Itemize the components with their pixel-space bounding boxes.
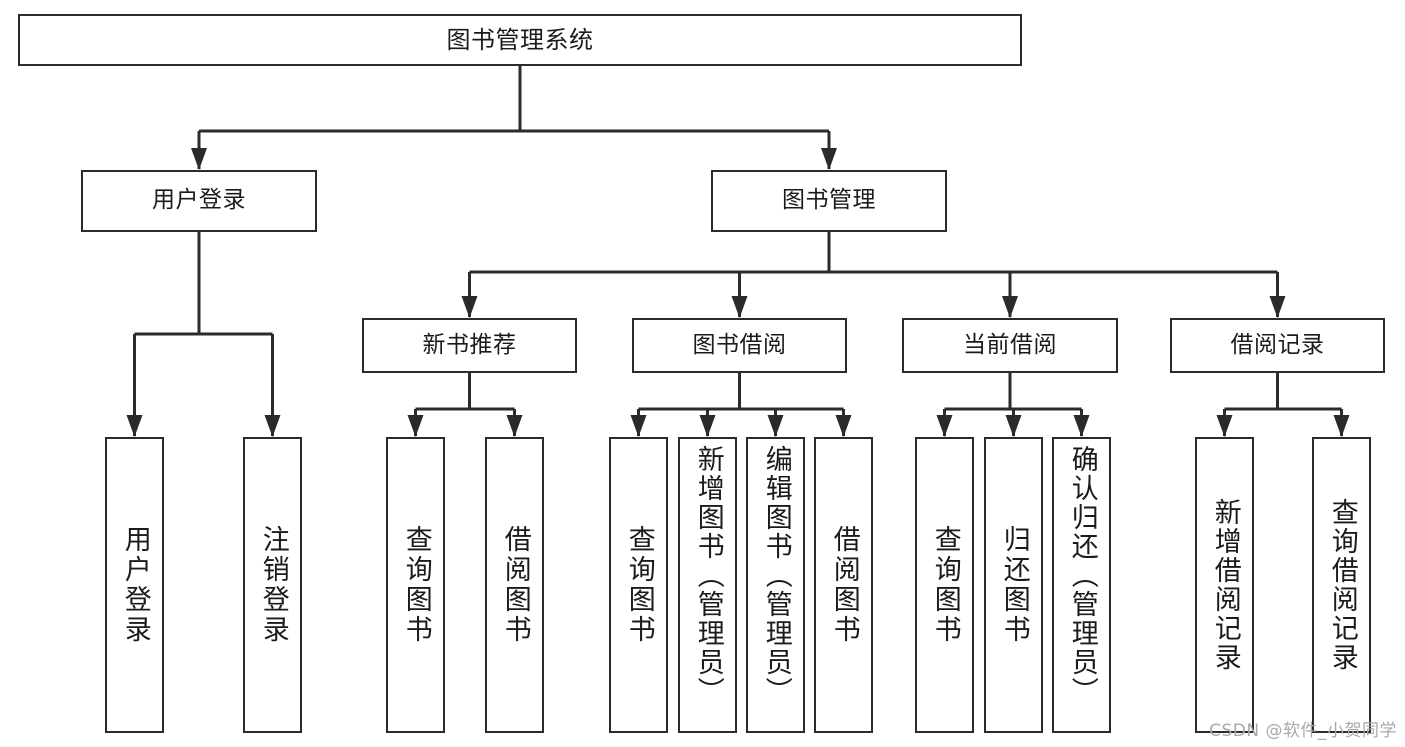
node-label: 查询借阅记录 — [1326, 498, 1358, 672]
node-label: 用户登录 — [152, 187, 246, 214]
leaf-query-book-3[interactable]: 查询图书 — [915, 437, 974, 733]
node-label: 借阅图书 — [499, 525, 531, 645]
node-label: 用户登录 — [119, 525, 151, 645]
node-new-book-recommendation[interactable]: 新书推荐 — [362, 318, 577, 373]
leaf-query-book-1[interactable]: 查询图书 — [386, 437, 445, 733]
node-label: 图书借阅 — [692, 331, 787, 358]
node-label: 归还图书 — [998, 525, 1030, 645]
node-label: 图书管理系统 — [446, 25, 594, 54]
node-label: 当前借阅 — [963, 331, 1057, 358]
node-label: 查询图书 — [929, 525, 961, 645]
leaf-add-book-admin[interactable]: 新增图书（管理员） — [678, 437, 737, 733]
node-current-borrowing[interactable]: 当前借阅 — [902, 318, 1118, 373]
leaf-query-book-2[interactable]: 查询图书 — [609, 437, 668, 733]
node-label: 编辑图书（管理员） — [760, 445, 792, 706]
node-label: 查询图书 — [623, 525, 655, 645]
node-book-borrowing[interactable]: 图书借阅 — [632, 318, 847, 373]
node-root-book-management-system[interactable]: 图书管理系统 — [18, 14, 1022, 66]
leaf-user-login[interactable]: 用户登录 — [105, 437, 164, 733]
node-user-login[interactable]: 用户登录 — [81, 170, 317, 232]
node-label: 确认归还（管理员） — [1066, 445, 1098, 706]
leaf-borrow-book-1[interactable]: 借阅图书 — [485, 437, 544, 733]
node-label: 新书推荐 — [422, 331, 517, 358]
node-label: 新增图书（管理员） — [692, 445, 724, 706]
node-label: 查询图书 — [400, 525, 432, 645]
leaf-query-borrowing-record[interactable]: 查询借阅记录 — [1312, 437, 1371, 733]
csdn-watermark: CSDN @软件_小贺同学 — [1209, 721, 1397, 741]
leaf-logout[interactable]: 注销登录 — [243, 437, 302, 733]
leaf-add-borrowing-record[interactable]: 新增借阅记录 — [1195, 437, 1254, 733]
node-label: 新增借阅记录 — [1209, 498, 1241, 672]
leaf-borrow-book-2[interactable]: 借阅图书 — [814, 437, 873, 733]
node-label: 借阅图书 — [828, 525, 860, 645]
node-book-management[interactable]: 图书管理 — [711, 170, 947, 232]
node-label: 注销登录 — [257, 525, 289, 645]
node-label: 图书管理 — [782, 187, 876, 214]
leaf-edit-book-admin[interactable]: 编辑图书（管理员） — [746, 437, 805, 733]
node-borrowing-record[interactable]: 借阅记录 — [1170, 318, 1385, 373]
node-label: 借阅记录 — [1230, 331, 1325, 358]
leaf-return-book[interactable]: 归还图书 — [984, 437, 1043, 733]
leaf-confirm-return-admin[interactable]: 确认归还（管理员） — [1052, 437, 1111, 733]
